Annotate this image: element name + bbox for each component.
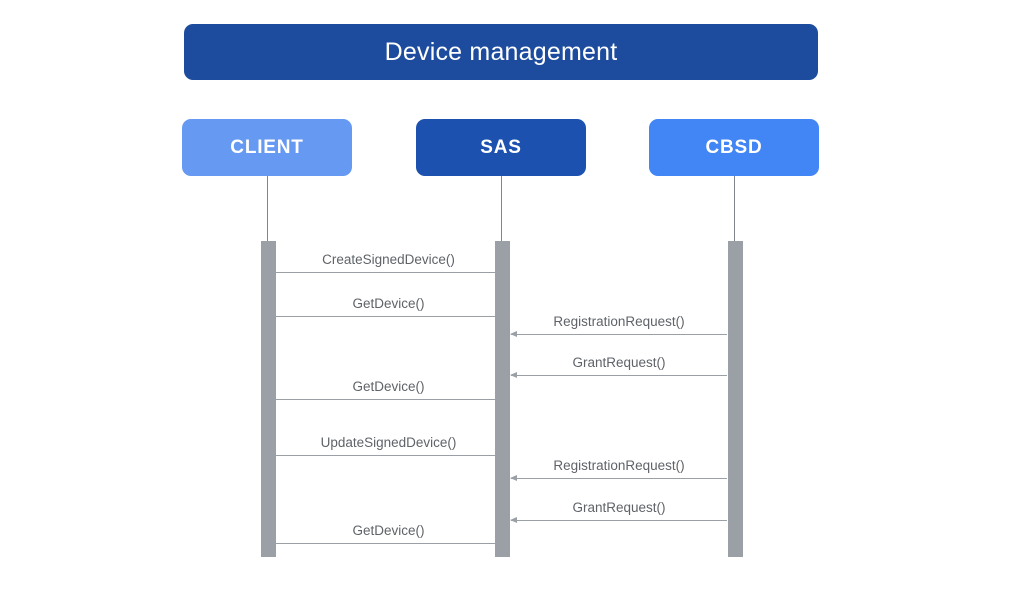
- message-label: GetDevice(): [352, 522, 425, 538]
- message-label: GrantRequest(): [572, 354, 666, 370]
- lifeline-cbsd: [734, 176, 735, 242]
- arrowhead-right-icon: [495, 451, 502, 458]
- arrowhead-right-icon: [495, 312, 502, 319]
- message-label: GetDevice(): [352, 295, 425, 311]
- message-label: RegistrationRequest(): [553, 313, 685, 329]
- arrowhead-right-icon: [495, 395, 502, 402]
- arrowhead-right-icon: [495, 539, 502, 546]
- activation-bar-cbsd: [728, 241, 743, 557]
- message-label: GrantRequest(): [572, 499, 666, 515]
- message-line: [276, 543, 501, 544]
- message-label: GetDevice(): [352, 378, 425, 394]
- participant-box-cbsd[interactable]: CBSD: [649, 119, 819, 176]
- message-line: [511, 334, 727, 335]
- activation-bar-sas: [495, 241, 510, 557]
- arrowhead-left-icon: [510, 474, 517, 481]
- message-line: [511, 520, 727, 521]
- activation-bar-client: [261, 241, 276, 557]
- message-line: [276, 316, 501, 317]
- arrowhead-left-icon: [510, 371, 517, 378]
- participant-label-client: CLIENT: [230, 137, 304, 158]
- message-line: [511, 478, 727, 479]
- message-line: [276, 399, 501, 400]
- participant-label-sas: SAS: [480, 137, 522, 158]
- participant-box-sas[interactable]: SAS: [416, 119, 586, 176]
- arrowhead-left-icon: [510, 330, 517, 337]
- message-label: CreateSignedDevice(): [322, 251, 455, 267]
- diagram-title-bar: Device management: [184, 24, 818, 80]
- message-line: [511, 375, 727, 376]
- message-line: [276, 455, 501, 456]
- page-title: Device management: [384, 37, 618, 66]
- arrowhead-right-icon: [495, 268, 502, 275]
- message-line: [276, 272, 501, 273]
- arrowhead-left-icon: [510, 516, 517, 523]
- lifeline-sas: [501, 176, 502, 242]
- participant-box-client[interactable]: CLIENT: [182, 119, 352, 176]
- message-label: UpdateSignedDevice(): [320, 434, 457, 450]
- participant-label-cbsd: CBSD: [705, 137, 763, 158]
- lifeline-client: [267, 176, 268, 242]
- message-label: RegistrationRequest(): [553, 457, 685, 473]
